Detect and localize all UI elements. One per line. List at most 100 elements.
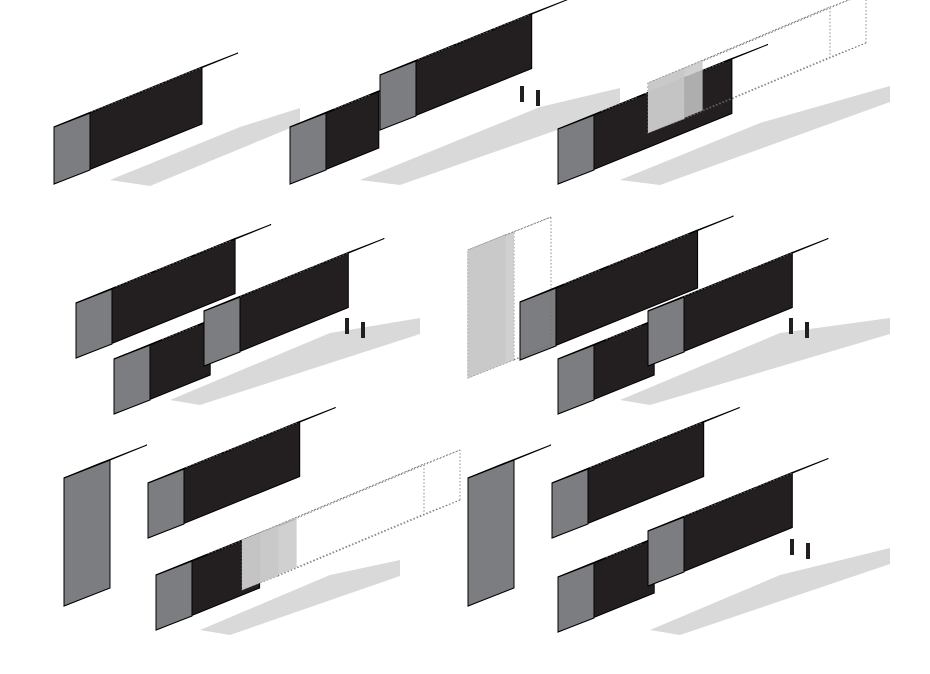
module-seam xyxy=(756,252,793,268)
module-seam xyxy=(90,97,128,113)
module-seam xyxy=(239,282,277,297)
support-leg xyxy=(520,86,524,102)
translucent-face xyxy=(242,517,297,590)
tower-block xyxy=(467,444,552,607)
module-seam xyxy=(756,472,793,488)
back-bar-block xyxy=(147,407,336,539)
translucent-face xyxy=(648,60,703,134)
outline-side xyxy=(467,231,515,379)
module-seam xyxy=(720,267,757,283)
outline-back-edge xyxy=(829,42,867,58)
block-top-face xyxy=(63,444,148,479)
cast-shadow xyxy=(650,548,890,635)
module-seam xyxy=(312,252,349,268)
low-bar-block xyxy=(289,76,415,185)
block-side-face xyxy=(467,459,515,607)
module-seam xyxy=(127,82,165,98)
block-side-face xyxy=(75,288,113,359)
panel-step-2 xyxy=(289,0,568,185)
module-seam xyxy=(589,453,627,468)
module-seam xyxy=(627,437,664,453)
module-seam xyxy=(455,29,492,45)
back-bar-block xyxy=(551,407,740,539)
front-raised-bar-block xyxy=(647,238,829,367)
panel-step-5 xyxy=(467,215,829,415)
block-side-face xyxy=(203,296,241,367)
module-seam xyxy=(608,251,645,267)
block-side-face xyxy=(551,468,589,539)
module-seam xyxy=(223,437,260,453)
module-seam xyxy=(276,267,313,283)
module-seam xyxy=(688,61,725,77)
tower-outline xyxy=(467,216,552,379)
block-side-face xyxy=(557,344,595,415)
module-seam xyxy=(207,539,244,555)
module-seam xyxy=(601,97,638,112)
panel-step-7 xyxy=(467,407,829,633)
block-side-face xyxy=(155,560,193,631)
module-seam xyxy=(115,272,152,288)
front-raised-bar-block xyxy=(647,458,829,587)
support-leg xyxy=(805,322,809,338)
panel-step-6 xyxy=(63,407,461,631)
back-bar-block xyxy=(519,215,734,361)
outline-back-edge xyxy=(504,344,552,364)
module-seam xyxy=(185,453,223,468)
module-seam xyxy=(720,487,757,503)
module-seam xyxy=(417,45,455,60)
support-leg xyxy=(361,322,365,338)
block-top-face xyxy=(467,444,552,479)
raised-bar-block xyxy=(379,0,568,131)
cast-shadow xyxy=(170,318,420,405)
module-seam xyxy=(334,94,371,110)
cast-shadow xyxy=(110,108,300,186)
translucent-face xyxy=(468,235,505,378)
cast-shadow xyxy=(360,88,620,185)
panel-step-1 xyxy=(53,52,239,185)
block-side-face xyxy=(557,562,595,633)
module-seam xyxy=(665,422,702,438)
module-seam xyxy=(161,325,199,340)
shadow-layer xyxy=(110,86,890,635)
support-leg xyxy=(345,318,349,334)
module-seam xyxy=(493,14,530,30)
extension-outline xyxy=(241,449,461,591)
module-seam xyxy=(653,233,690,249)
module-seam xyxy=(564,269,601,285)
panel-step-4 xyxy=(75,224,385,415)
cast-shadow xyxy=(620,86,890,185)
module-seam xyxy=(605,325,643,340)
back-bar-block xyxy=(75,224,272,359)
module-seam xyxy=(261,422,298,438)
front-raised-bar-block xyxy=(203,238,385,367)
solids-layer xyxy=(53,0,867,633)
module-seam xyxy=(605,543,643,558)
block-side-face xyxy=(379,60,417,131)
support-leg xyxy=(536,90,540,106)
outline-back-edge xyxy=(683,42,867,120)
extension-outline xyxy=(647,0,867,134)
bar-block xyxy=(53,52,239,185)
block-side-face xyxy=(647,516,685,587)
outline-back-edge xyxy=(277,499,461,577)
module-seam xyxy=(683,502,721,517)
module-seam xyxy=(683,282,721,297)
tower-block xyxy=(63,444,148,607)
panel-step-3 xyxy=(557,0,867,185)
block-side-face xyxy=(113,344,151,415)
module-seam xyxy=(155,256,192,272)
module-seam xyxy=(164,67,202,83)
module-seam xyxy=(195,240,232,255)
block-side-face xyxy=(53,112,91,185)
cast-shadow xyxy=(200,560,400,635)
block-side-face xyxy=(147,468,185,539)
support-leg xyxy=(789,318,793,334)
outline-back-edge xyxy=(423,499,461,515)
block-side-face xyxy=(63,459,111,607)
support-leg xyxy=(806,543,810,559)
block-side-face xyxy=(647,296,685,367)
support-leg xyxy=(790,539,794,555)
cast-shadow xyxy=(620,318,890,405)
